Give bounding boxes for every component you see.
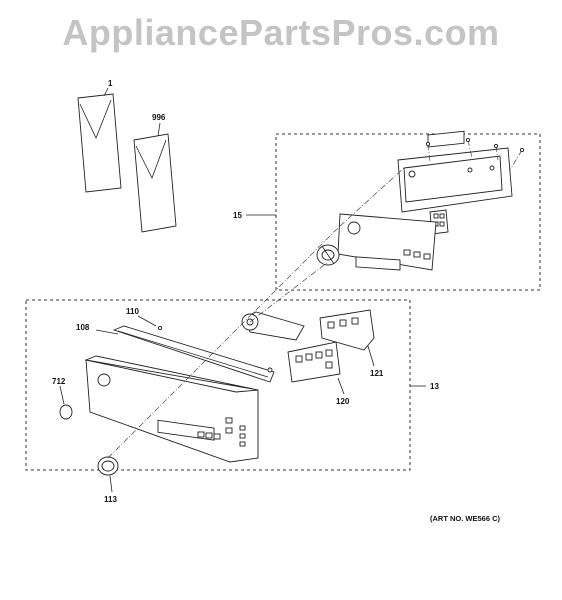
callout-1: 1 — [108, 79, 113, 88]
selector-knob — [316, 244, 340, 266]
main-control-board — [397, 130, 525, 213]
part-996-manual — [133, 122, 177, 233]
front-control-panel — [84, 355, 259, 463]
part-1-manual — [77, 87, 122, 193]
callout-15: 15 — [233, 211, 242, 220]
art-number: (ART NO. WE566 C) — [430, 514, 501, 523]
keypad-120 — [287, 341, 341, 383]
alignment-line — [339, 167, 405, 227]
callout-121: 121 — [370, 369, 384, 378]
board-121 — [319, 309, 375, 351]
display-board — [337, 213, 437, 271]
cap-712 — [59, 404, 73, 420]
alignment-line — [249, 261, 329, 323]
callout-120: 120 — [336, 397, 350, 406]
callout-108: 108 — [76, 323, 90, 332]
assembly-13-boundary — [25, 299, 411, 471]
callout-712: 712 — [52, 377, 66, 386]
callout-13: 13 — [430, 382, 439, 391]
callout-110: 110 — [126, 307, 139, 316]
knob-113 — [97, 456, 119, 476]
panel-rail — [112, 325, 275, 383]
assembly-15-boundary — [275, 133, 541, 291]
callout-996: 996 — [152, 113, 166, 122]
watermark: AppliancePartsPros.com — [62, 12, 500, 53]
lens-light-pipe — [241, 311, 305, 341]
callout-113: 113 — [104, 495, 117, 504]
